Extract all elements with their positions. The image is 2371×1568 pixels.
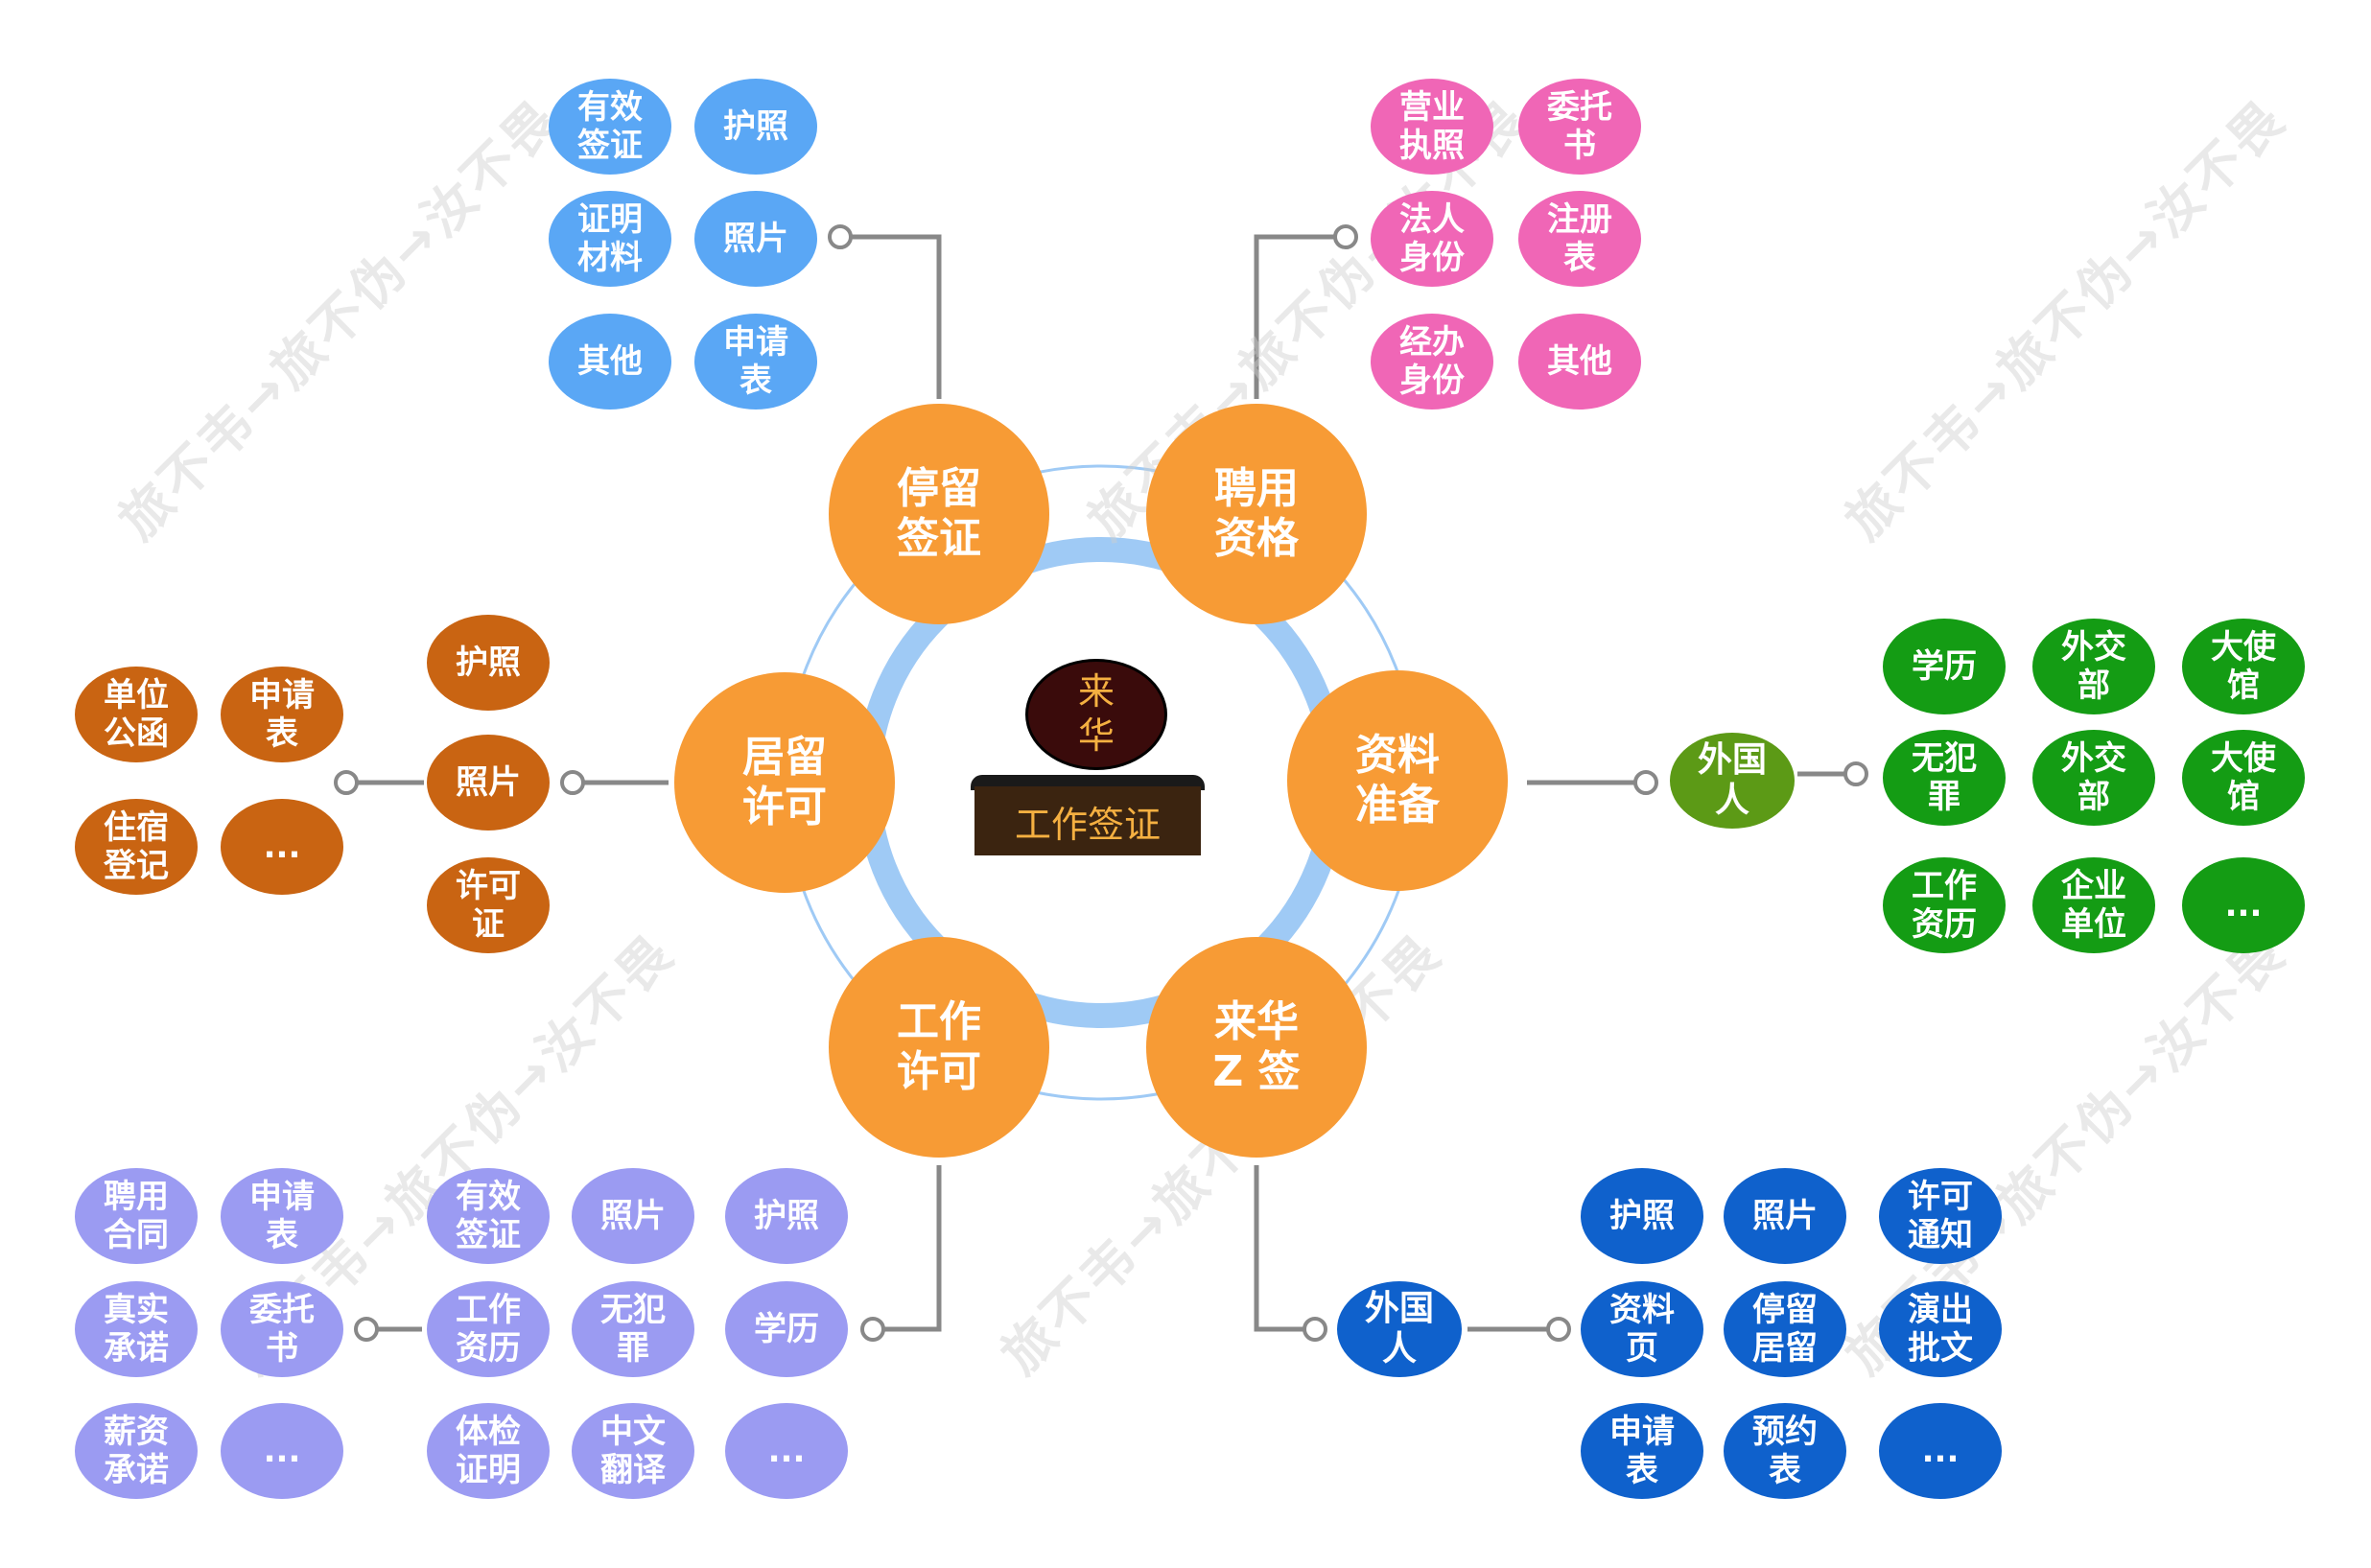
materials-item[interactable]: 大使 馆 bbox=[2182, 619, 2305, 714]
employer-item[interactable]: 经办 身份 bbox=[1371, 314, 1493, 410]
connector-dot bbox=[1333, 224, 1358, 249]
residence-item[interactable]: 护照 bbox=[427, 615, 550, 711]
employer-item[interactable]: 法人 身份 bbox=[1371, 191, 1493, 287]
z-visa-item[interactable]: 预约 表 bbox=[1724, 1403, 1846, 1499]
materials-item[interactable]: 企业 单位 bbox=[2032, 857, 2155, 953]
work-permit-item[interactable]: 照片 bbox=[572, 1168, 694, 1264]
z-visa-item[interactable]: ... bbox=[1879, 1403, 2002, 1499]
connector-dot bbox=[1633, 770, 1658, 795]
z-visa-item[interactable]: 申请 表 bbox=[1581, 1403, 1703, 1499]
work-permit-outer-item[interactable]: 薪资 承诺 bbox=[75, 1403, 198, 1499]
materials-item[interactable]: 无犯 罪 bbox=[1883, 730, 2006, 826]
connector-dot bbox=[1843, 761, 1868, 786]
work-permit-item[interactable]: 工作 资历 bbox=[427, 1281, 550, 1377]
stay-visa-item[interactable]: 证明 材料 bbox=[549, 191, 671, 287]
z-visa-person[interactable]: 外国 人 bbox=[1337, 1281, 1462, 1377]
employer-item[interactable]: 其他 bbox=[1518, 314, 1641, 410]
work-permit-item[interactable]: 有效 签证 bbox=[427, 1168, 550, 1264]
work-permit-outer-item[interactable]: 委托 书 bbox=[221, 1281, 343, 1377]
employer-item[interactable]: 委托 书 bbox=[1518, 79, 1641, 175]
stay-visa-item[interactable]: 照片 bbox=[694, 191, 817, 287]
residence-item[interactable]: 照片 bbox=[427, 735, 550, 831]
materials-item[interactable]: 外交 部 bbox=[2032, 619, 2155, 714]
materials-person[interactable]: 外国 人 bbox=[1670, 733, 1795, 829]
work-permit-item[interactable]: ... bbox=[725, 1403, 848, 1499]
work-permit-outer-item[interactable]: 真实 承诺 bbox=[75, 1281, 198, 1377]
z-visa-item[interactable]: 演出 批文 bbox=[1879, 1281, 2002, 1377]
connector-dot bbox=[560, 770, 585, 795]
z-visa-connector bbox=[1254, 1165, 1318, 1332]
stay-visa-item[interactable]: 其他 bbox=[549, 314, 671, 410]
materials-item[interactable]: 大使 馆 bbox=[2182, 730, 2305, 826]
center-subtitle: 工作签证 bbox=[974, 786, 1201, 855]
stay-visa-connector bbox=[845, 234, 942, 399]
hub-work-permit[interactable]: 工作 许可 bbox=[829, 937, 1049, 1158]
work-permit-item[interactable]: 体检 证明 bbox=[427, 1403, 550, 1499]
connector-dot bbox=[354, 1317, 379, 1342]
employer-item[interactable]: 注册 表 bbox=[1518, 191, 1641, 287]
z-visa-item[interactable]: 护照 bbox=[1581, 1168, 1703, 1264]
connector-dot bbox=[1303, 1317, 1327, 1342]
materials-item[interactable]: 学历 bbox=[1883, 619, 2006, 714]
employer-connector bbox=[1254, 234, 1350, 399]
connector-dot bbox=[828, 224, 853, 249]
z-visa-item[interactable]: 许可 通知 bbox=[1879, 1168, 2002, 1264]
z-visa-item[interactable]: 停留 居留 bbox=[1724, 1281, 1846, 1377]
center-title: 来 华 bbox=[1025, 659, 1167, 770]
residence-outer-item[interactable]: 单位 公函 bbox=[75, 667, 198, 762]
hub-z-visa[interactable]: 来华 Z 签 bbox=[1146, 937, 1367, 1158]
work-permit-item[interactable]: 无犯 罪 bbox=[572, 1281, 694, 1377]
materials-item[interactable]: ... bbox=[2182, 857, 2305, 953]
materials-item[interactable]: 外交 部 bbox=[2032, 730, 2155, 826]
connector-dot bbox=[334, 770, 359, 795]
hub-stay-visa[interactable]: 停留 签证 bbox=[829, 404, 1049, 624]
employer-item[interactable]: 营业 执照 bbox=[1371, 79, 1493, 175]
z-visa-item[interactable]: 资料 页 bbox=[1581, 1281, 1703, 1377]
work-permit-outer-item[interactable]: 申请 表 bbox=[221, 1168, 343, 1264]
materials-item[interactable]: 工作 资历 bbox=[1883, 857, 2006, 953]
hub-materials[interactable]: 资料 准备 bbox=[1287, 670, 1508, 891]
work-permit-connector bbox=[873, 1165, 942, 1332]
residence-outer-item[interactable]: ... bbox=[221, 799, 343, 895]
residence-outer-item[interactable]: 住宿 登记 bbox=[75, 799, 198, 895]
work-permit-item[interactable]: 学历 bbox=[725, 1281, 848, 1377]
stay-visa-item[interactable]: 申请 表 bbox=[694, 314, 817, 410]
connector-dot bbox=[1546, 1317, 1571, 1342]
work-permit-outer-item[interactable]: 聘用 合同 bbox=[75, 1168, 198, 1264]
connector-dot bbox=[860, 1317, 885, 1342]
work-permit-item[interactable]: 中文 翻译 bbox=[572, 1403, 694, 1499]
residence-item[interactable]: 许可 证 bbox=[427, 857, 550, 953]
hub-residence[interactable]: 居留 许可 bbox=[674, 672, 895, 893]
hub-employer[interactable]: 聘用 资格 bbox=[1146, 404, 1367, 624]
stay-visa-item[interactable]: 有效 签证 bbox=[549, 79, 671, 175]
work-permit-outer-item[interactable]: ... bbox=[221, 1403, 343, 1499]
stay-visa-item[interactable]: 护照 bbox=[694, 79, 817, 175]
work-permit-item[interactable]: 护照 bbox=[725, 1168, 848, 1264]
residence-outer-item[interactable]: 申请 表 bbox=[221, 667, 343, 762]
z-visa-item[interactable]: 照片 bbox=[1724, 1168, 1846, 1264]
